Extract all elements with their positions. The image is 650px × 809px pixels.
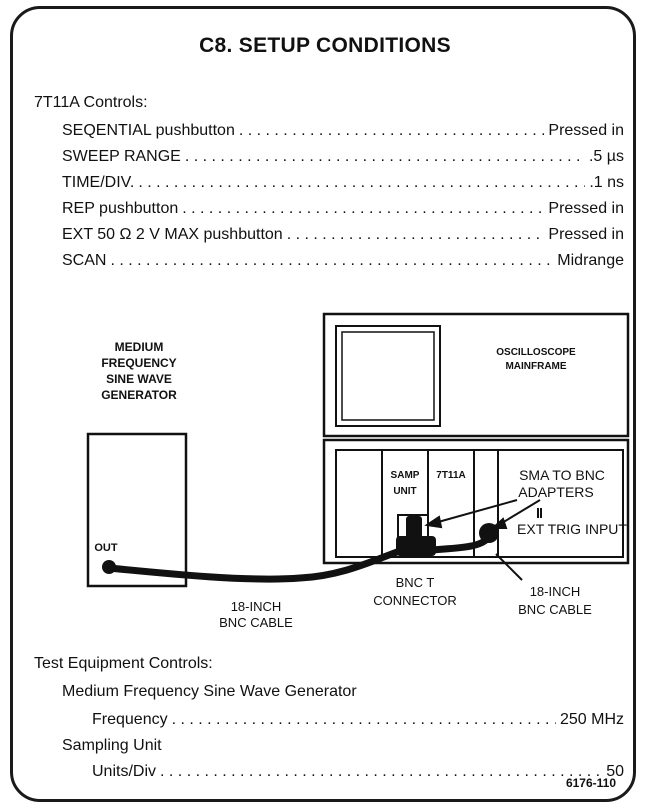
page-border [10,6,636,802]
mainframe-label-2: MAINFRAME [505,361,566,372]
control-label: SCAN [62,252,107,269]
control-row: TIME/DIV. .1 ns [62,174,624,192]
generator-heading: Medium Frequency Sine Wave Generator [62,683,357,700]
sampling-heading: Sampling Unit [62,737,162,754]
figure-number: 6176-110 [565,776,616,790]
control-value: Pressed in [548,200,624,217]
plugin-bay [335,449,624,558]
cable-left-label-1: 18-INCH [231,599,282,614]
frequency-row: Frequency 250 MHz [92,711,624,729]
control-label: TIME/DIV. [62,174,135,191]
frequency-label: Frequency [92,711,168,728]
controls-heading: 7T11A Controls: [34,94,148,111]
cable-right-label-2: BNC CABLE [518,602,592,617]
out-connector [102,560,116,574]
cable-right [428,534,492,554]
control-value: .5 µs [588,148,624,165]
bnc-t-label-1: BNC T [396,575,435,590]
control-value: .1 ns [589,174,624,191]
mainframe-plugin-section [322,438,630,565]
control-value: Pressed in [548,122,624,139]
generator-label-4: GENERATOR [101,388,177,402]
units-label: Units/Div [92,763,157,780]
control-row: SEQENTIAL pushbutton Pressed in [62,122,624,140]
cable-left [105,548,401,583]
samp-unit-label-1: SAMP [391,470,420,481]
test-equipment-heading: Test Equipment Controls: [34,655,213,672]
out-label: OUT [94,542,118,554]
cable-right-leader [495,553,523,581]
control-row: EXT 50 Ω 2 V MAX pushbutton Pressed in [62,226,624,244]
mainframe-display-section [322,312,630,438]
bnc-t-connector [396,536,436,556]
adapters-label-2: ADAPTERS [518,484,593,500]
control-value: Pressed in [548,226,624,243]
adapter-arrow-1 [430,499,518,525]
control-value: Midrange [557,252,624,269]
cable-left-label-2: BNC CABLE [219,615,293,630]
cable-right-label-1: 18-INCH [530,584,581,599]
control-label: REP pushbutton [62,200,179,217]
mainframe-label-1: OSCILLOSCOPE [496,347,576,358]
plugin-label: 7T11A [436,470,465,481]
ext-trig-label: EXT TRIG INPUT [517,521,627,537]
control-row: SCAN Midrange [62,252,624,270]
samp-unit-label-2: UNIT [393,486,416,497]
generator-label-1: MEDIUM [115,340,164,354]
control-label: EXT 50 Ω 2 V MAX pushbutton [62,226,283,243]
frequency-value: 250 MHz [559,711,624,728]
generator-box [86,432,188,588]
units-value: 50 [606,763,624,780]
control-row: SWEEP RANGE .5 µs [62,148,624,166]
control-row: REP pushbutton Pressed in [62,200,624,218]
bnc-t-label-2: CONNECTOR [373,593,457,608]
leader-dots [160,763,602,781]
units-row: Units/Div 50 [92,763,624,781]
page-title: C8. SETUP CONDITIONS [199,34,451,57]
control-label: SEQENTIAL pushbutton [62,122,235,139]
leader-dots [172,711,556,729]
adapters-label-1: SMA TO BNC [519,467,605,483]
control-label: SWEEP RANGE [62,148,181,165]
generator-label-3: SINE WAVE [106,372,172,386]
generator-label-2: FREQUENCY [101,356,176,370]
crt-screen [335,325,441,427]
crt-inner [341,331,435,421]
